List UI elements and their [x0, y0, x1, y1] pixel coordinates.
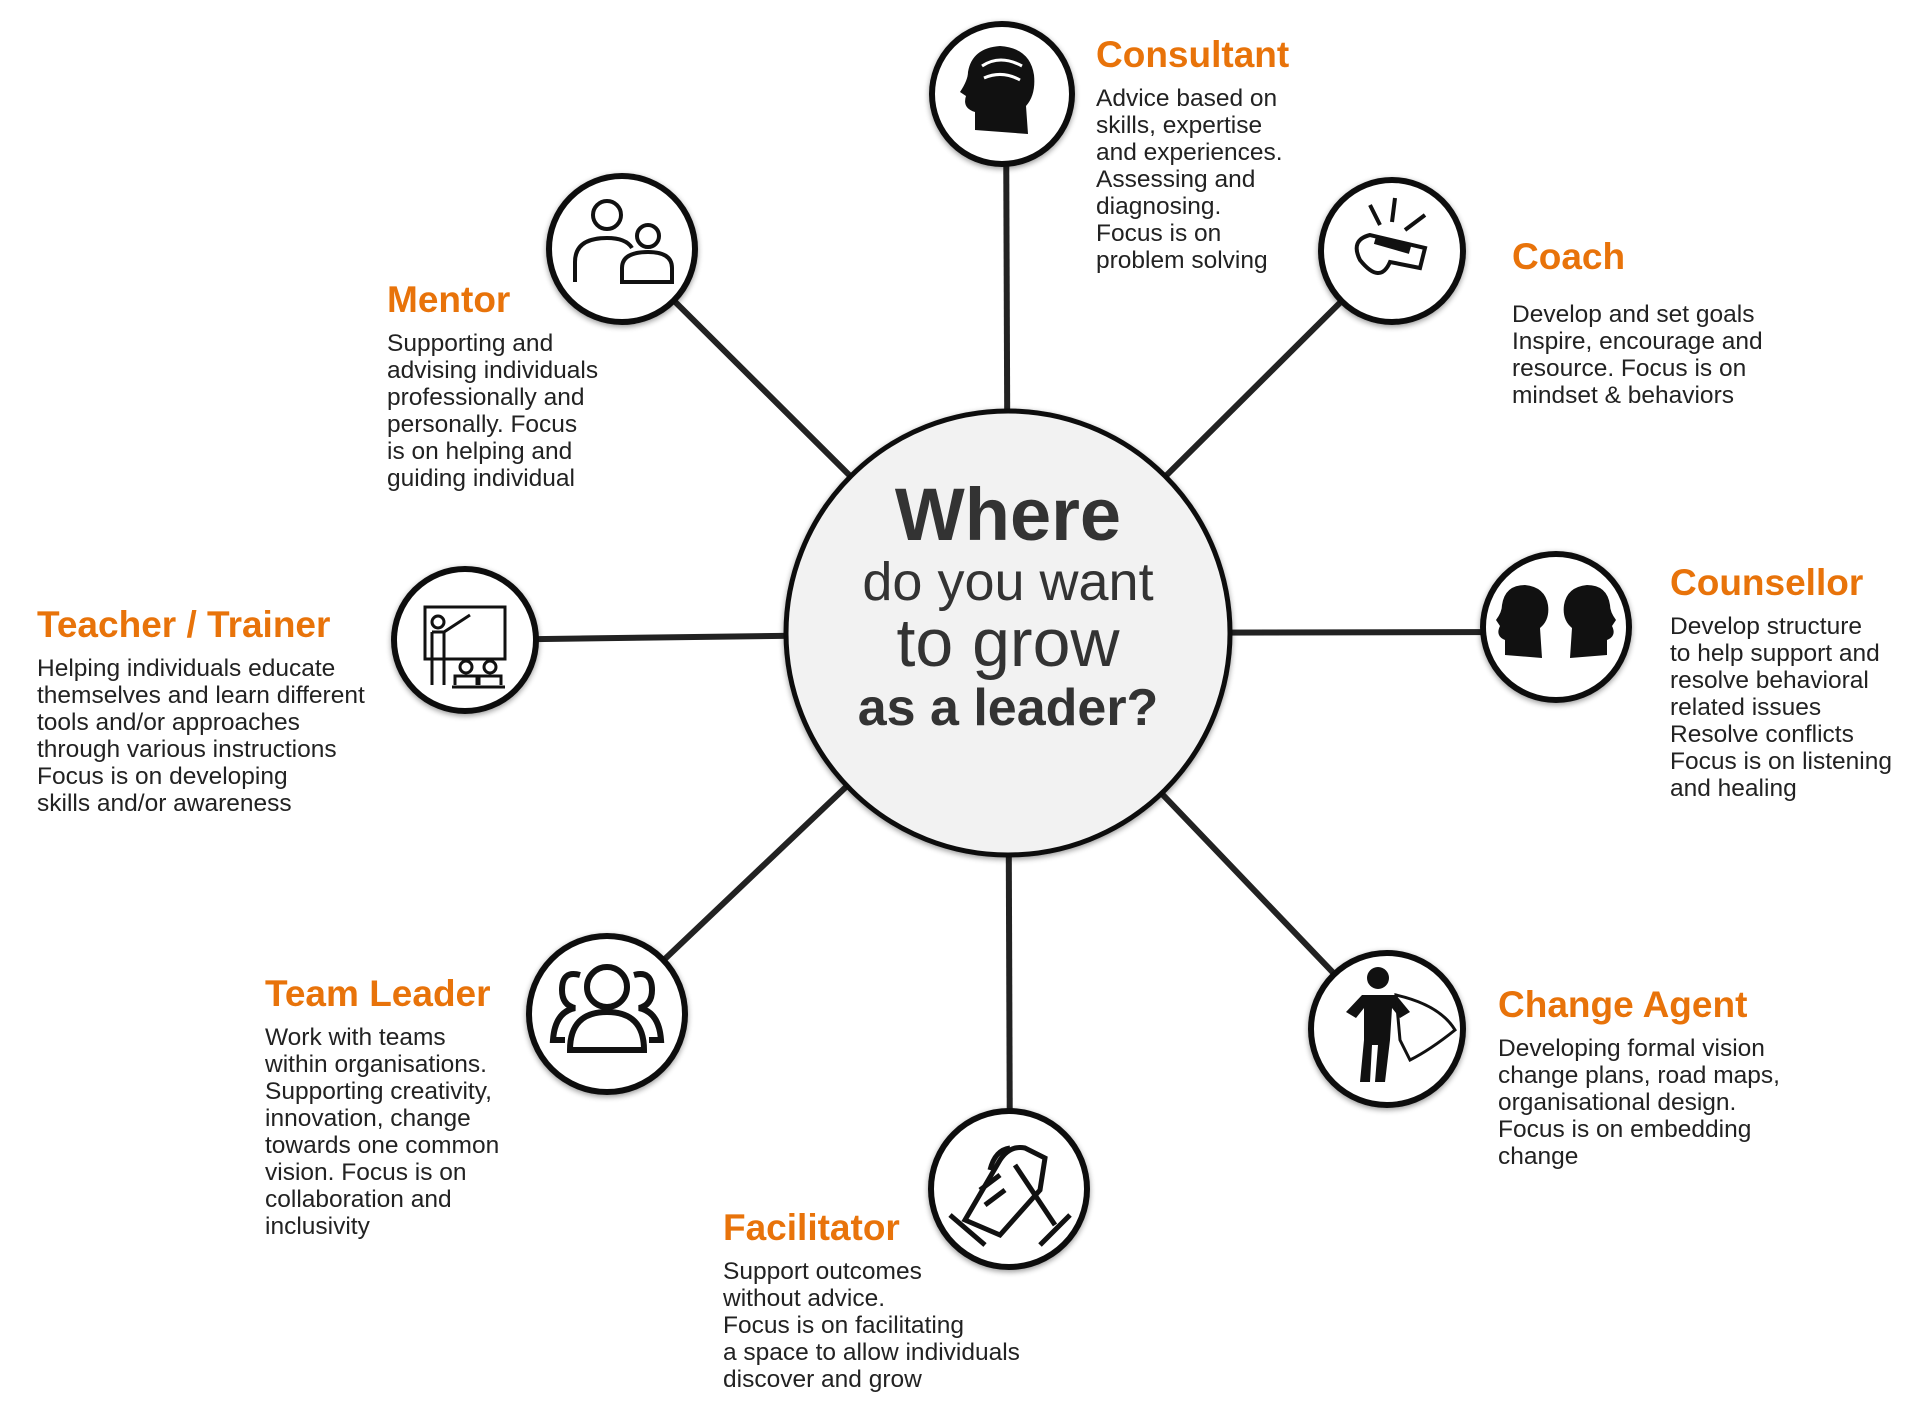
handshake-icon: [948, 1145, 1072, 1247]
role-title: Change Agent: [1498, 984, 1748, 1025]
two-heads-icon: [1496, 585, 1616, 658]
role-title: Team Leader: [265, 973, 491, 1014]
role-description: Supporting and advising individuals prof…: [387, 330, 599, 492]
team-icon: [549, 964, 665, 1053]
center-line-3: to grow: [896, 605, 1120, 681]
role-description: Develop structure to help support and re…: [1670, 613, 1892, 802]
role-description: Developing formal vision change plans, r…: [1498, 1035, 1780, 1170]
role-coach: Coach Develop and set goals Inspire, enc…: [1512, 236, 1763, 410]
mentor-icon-circle: [546, 173, 698, 325]
role-description: Advice based on skills, expertise and ex…: [1096, 85, 1283, 274]
role-counsellor: Counsellor Develop structure to help sup…: [1670, 562, 1892, 803]
role-consultant: Consultant Advice based on skills, exper…: [1096, 34, 1290, 275]
role-title: Teacher / Trainer: [37, 604, 331, 645]
role-change-agent: Change Agent Developing formal vision ch…: [1498, 984, 1780, 1171]
center-line-2: do you want: [862, 552, 1154, 612]
role-title: Consultant: [1096, 34, 1290, 75]
center-line-1: Where: [894, 473, 1122, 556]
role-teacher-trainer: Teacher / Trainer Helping individuals ed…: [37, 604, 365, 818]
role-facilitator: Facilitator Support outcomes without adv…: [723, 1207, 1020, 1394]
role-mentor: Mentor Supporting and advising individua…: [387, 279, 599, 493]
whistle-icon: [1354, 197, 1428, 275]
teacher-icon-circle: [391, 566, 539, 714]
role-description: Support outcomes without advice. Focus i…: [723, 1258, 1020, 1393]
center-circle: [783, 408, 1233, 858]
mentor-people-icon: [573, 199, 674, 284]
role-title: Counsellor: [1670, 562, 1864, 603]
superhero-icon: [1346, 967, 1457, 1082]
role-title: Coach: [1512, 236, 1626, 277]
role-team-leader: Team Leader Work with teams within organ…: [265, 973, 500, 1241]
classroom-icon: [423, 605, 507, 689]
center-line-4: as a leader?: [857, 679, 1159, 737]
role-title: Facilitator: [723, 1207, 900, 1248]
role-description: Develop and set goals Inspire, encourage…: [1512, 301, 1763, 409]
role-description: Work with teams within organisations. Su…: [265, 1024, 500, 1240]
center-question: Where do you want to grow as a leader?: [786, 411, 1230, 855]
head-brain-icon: [960, 46, 1035, 134]
role-description: Helping individuals educate themselves a…: [37, 655, 365, 817]
role-title: Mentor: [387, 279, 511, 320]
